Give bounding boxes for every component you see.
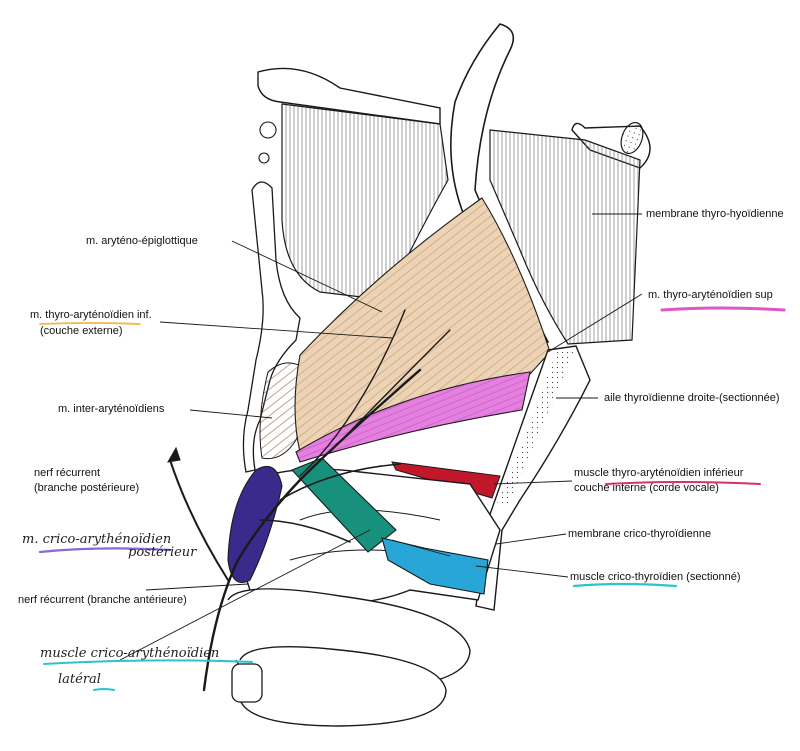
label-m-thyro-arytenoidien-sup: m. thyro-aryténoïdien sup bbox=[648, 289, 773, 301]
cartilage-section bbox=[496, 352, 574, 506]
label-m-thyro-arytenoidien-inf-line1: m. thyro-aryténoïdien inf. bbox=[30, 309, 152, 321]
label-m-inter-arytenoidiens: m. inter-aryténoïdiens bbox=[58, 403, 165, 415]
leader-lines bbox=[119, 213, 643, 661]
trachea bbox=[227, 588, 471, 727]
label-muscle-thyro-aryt-inf-line2: couche interne (corde vocale) bbox=[574, 482, 719, 494]
label-m-thyro-arytenoidien-inf-line2: (couche externe) bbox=[40, 325, 123, 337]
label-nerf-recurrent-post-line2: (branche postérieure) bbox=[34, 482, 140, 494]
handwritten-crico-aryt-posterieur-line1: m. crico-arythénoïdien bbox=[22, 532, 172, 547]
label-muscle-crico-thyroidien: muscle crico-thyroïdien (sectionné) bbox=[570, 571, 741, 583]
inter-arytenoid-muscle bbox=[259, 362, 308, 460]
recurrent-nerve bbox=[167, 309, 451, 692]
corniculate-nodule bbox=[258, 152, 270, 164]
label-aile-thyroidienne: aile thyroïdienne droite-(sectionnée) bbox=[604, 392, 780, 404]
handwritten-crico-aryt-lateral-line2: latéral bbox=[58, 672, 101, 687]
crico-thyroid-muscle bbox=[381, 537, 489, 595]
label-m-aryteno-epiglottique: m. aryténo-épiglottique bbox=[86, 235, 198, 247]
fiber-texture bbox=[296, 372, 530, 462]
handwritten-crico-aryt-posterieur-line2: postérieur bbox=[128, 545, 197, 560]
membrane-thyro-hyoid-right bbox=[489, 129, 641, 345]
cuneiform-nodule bbox=[259, 121, 277, 139]
highlight-underlines bbox=[38, 306, 786, 691]
handwritten-crico-aryt-lateral-line1: muscle crico-arythénoïdien bbox=[40, 646, 220, 661]
label-muscle-thyro-aryt-inf-line1: muscle thyro-aryténoïdien inférieur bbox=[574, 467, 744, 479]
label-nerf-recurrent-post-line1: nerf récurrent bbox=[34, 467, 101, 479]
label-membrane-thyro-hyoidienne: membrane thyro-hyoïdienne bbox=[646, 208, 784, 220]
label-nerf-recurrent-ant: nerf récurrent (branche antérieure) bbox=[18, 594, 187, 606]
thyroid-wing bbox=[475, 345, 591, 611]
label-membrane-crico-thyroidienne: membrane crico-thyroïdienne bbox=[568, 528, 712, 540]
